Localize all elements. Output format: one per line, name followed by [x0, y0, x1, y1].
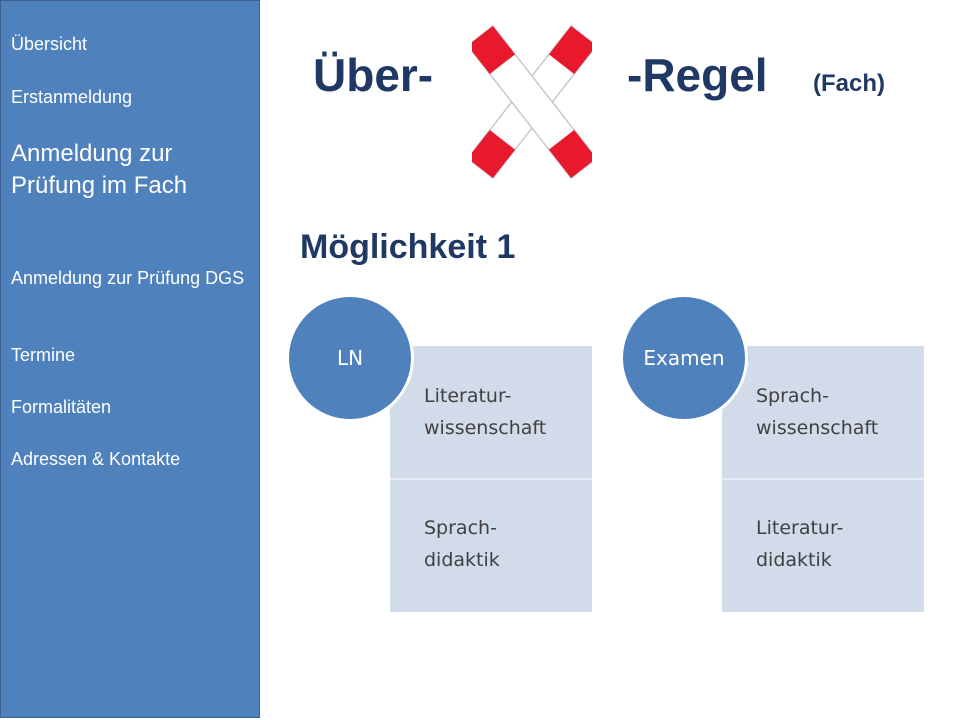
title-suffix: (Fach): [813, 70, 885, 97]
option-1-circle-label: LN: [286, 294, 414, 422]
option-2-circle-label: Examen: [620, 294, 748, 422]
nav-item-erstanmeldung[interactable]: Erstanmeldung: [11, 87, 133, 107]
panel-divider: [390, 478, 592, 480]
panel-divider: [722, 478, 924, 480]
option-panel-2: Sprach- wissenschaft Literatur- didaktik: [722, 346, 924, 612]
option-2-top-text: Sprach- wissenschaft: [756, 385, 879, 439]
nav-item-termine[interactable]: Termine: [11, 345, 76, 365]
title-left: Über-: [313, 49, 434, 101]
option-2-bottom-text: Literatur- didaktik: [756, 517, 844, 571]
nav-item-uebersicht[interactable]: Übersicht: [11, 34, 88, 54]
nav-item-anmeldung-fach[interactable]: Anmeldung zur Prüfung im Fach: [11, 140, 188, 199]
option-1-bottom-text: Sprach- didaktik: [424, 517, 500, 571]
option-panel-1: Literatur- wissenschaft Sprach- didaktik: [390, 346, 592, 612]
subheading: Möglichkeit 1: [300, 228, 516, 266]
title-right: -Regel: [627, 49, 768, 101]
nav-item-formalitaeten[interactable]: Formalitäten: [11, 397, 112, 417]
nav-item-adressen-kontakte[interactable]: Adressen & Kontakte: [11, 449, 181, 469]
nav-item-anmeldung-dgs[interactable]: Anmeldung zur Prüfung DGS: [11, 268, 245, 288]
option-1-top-text: Literatur- wissenschaft: [424, 385, 547, 439]
sidebar-nav: Übersicht Erstanmeldung Anmeldung zur Pr…: [0, 0, 260, 718]
railway-crossing-cross-icon: [472, 24, 592, 180]
